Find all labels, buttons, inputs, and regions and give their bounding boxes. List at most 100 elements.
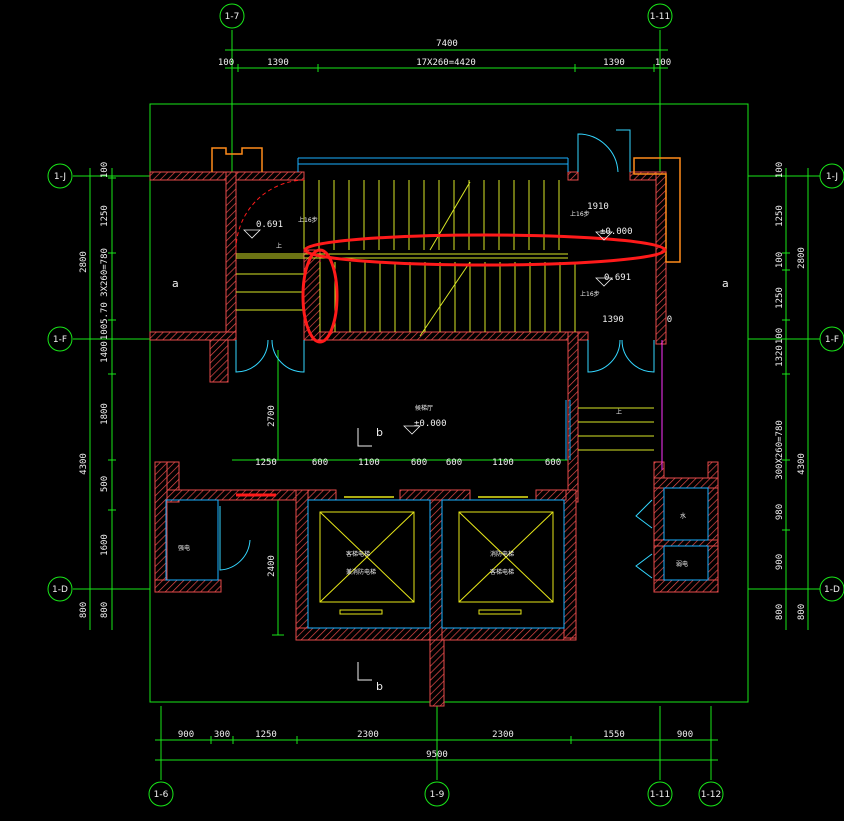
stair-treads [236, 180, 654, 451]
level-text: ±0.000 [600, 227, 633, 237]
orange-fixture [211, 147, 263, 172]
dim-text: 1400 [100, 341, 110, 363]
level-text: ±0.000 [414, 419, 447, 429]
dim-text: 980 [775, 504, 785, 520]
dim-text: 800 [79, 602, 89, 618]
level-markers [243, 229, 613, 435]
dim-text: 1390 [602, 315, 624, 325]
axis-bubble-left-2: 1-F [47, 326, 73, 352]
room-label: 兼消防电梯 [346, 568, 376, 576]
axis-bubble-left-3: 1-D [47, 576, 73, 602]
axis-label: 1-12 [701, 790, 721, 800]
stair-label: 上16步 [298, 216, 318, 224]
stair-label: 上 [616, 408, 622, 416]
dimension-lines [86, 49, 812, 761]
axis-label: 1-F [53, 335, 67, 345]
stair-label: 上 [276, 242, 282, 250]
dim-text: 2300 [492, 730, 514, 740]
dim-text: 600 [446, 458, 462, 468]
dim-text: 1320 [775, 345, 785, 367]
level-text: 0.691 [604, 273, 631, 283]
dim-text: 1550 [603, 730, 625, 740]
axis-label: 1-J [826, 172, 838, 182]
axis-label: 1-6 [154, 790, 169, 800]
section-tag: b [376, 680, 383, 693]
axis-bubble-left-1: 1-J [47, 163, 73, 189]
axis-bubble-right-3: 1-D [819, 576, 844, 602]
section-tag: b [376, 426, 383, 439]
dim-text: 100 [655, 58, 671, 68]
dim-text: 2700 [267, 405, 277, 427]
axis-grid [73, 30, 820, 780]
dim-text: 1800 [100, 403, 110, 425]
dim-text: 800 [100, 602, 110, 618]
room-label: 弱电 [676, 560, 688, 568]
inner-frames [165, 157, 709, 629]
dim-text: 4300 [797, 453, 807, 475]
dimension-texts: 7400 100 1390 17X260=4420 1390 100 100 1… [79, 39, 807, 760]
dim-text: 1250 [100, 205, 110, 227]
axis-bubble-bottom-2: 1-9 [424, 781, 450, 807]
room-label: 强电 [178, 544, 190, 552]
building-outline [149, 103, 749, 703]
opening-arc [235, 179, 305, 251]
axis-bubble-right-1: 1-J [819, 163, 844, 189]
dim-text: 1910 [587, 202, 609, 212]
dim-text: 9500 [426, 750, 448, 760]
room-label: 候梯厅 [415, 404, 433, 412]
dim-text: 600 [312, 458, 328, 468]
axis-label: 1-11 [650, 790, 670, 800]
dim-text: 1250 [775, 287, 785, 309]
level-text: 0.691 [256, 220, 283, 230]
dim-text: 800 [775, 604, 785, 620]
dim-text: 5.70 3X260=780 [100, 248, 110, 324]
orange-frame [633, 157, 681, 263]
dim-text: 100 [775, 252, 785, 268]
dim-text: 100 [100, 162, 110, 178]
dim-text: 1100 [358, 458, 380, 468]
elevator-2 [458, 511, 554, 615]
doors [219, 129, 655, 579]
elevator-1 [319, 511, 415, 615]
axis-bubble-bottom-4: 1-12 [698, 781, 724, 807]
walls [149, 171, 719, 707]
dim-text: 7400 [436, 39, 458, 49]
dim-text: 1390 [603, 58, 625, 68]
dim-text: 1600 [100, 534, 110, 556]
dim-text: 1100 [492, 458, 514, 468]
dim-text: 1390 [267, 58, 289, 68]
dim-text: 2800 [79, 251, 89, 273]
axis-label: 1-D [824, 585, 840, 595]
dim-text: 600 [545, 458, 561, 468]
axis-bubble-bottom-1: 1-6 [148, 781, 174, 807]
dim-text: 1250 [255, 458, 277, 468]
dim-text: 300 [214, 730, 230, 740]
axis-bubble-top-2: 1-11 [647, 3, 673, 29]
dim-text: 500 [100, 476, 110, 492]
dim-text: 300X260=780 [775, 420, 785, 480]
axis-label: 1-D [52, 585, 68, 595]
dim-text: 900 [178, 730, 194, 740]
highlight-ellipse-vertical [301, 248, 339, 344]
axis-bubble-top-1: 1-7 [219, 3, 245, 29]
room-label: 消防电梯 [490, 550, 514, 558]
dim-text: 4300 [79, 453, 89, 475]
axis-label: 1-9 [430, 790, 445, 800]
dim-text: 100 [775, 328, 785, 344]
dim-text: 2400 [267, 555, 277, 577]
axis-bubble-bottom-3: 1-11 [647, 781, 673, 807]
dim-text: 2300 [357, 730, 379, 740]
room-label: 客梯电梯 [346, 550, 370, 558]
axis-bubble-right-2: 1-F [819, 326, 844, 352]
dim-text: 2800 [797, 247, 807, 269]
section-tag: a [172, 277, 179, 290]
dim-text: 600 [411, 458, 427, 468]
dim-text: 1250 [775, 205, 785, 227]
dim-text: 800 [797, 604, 807, 620]
room-label: 水 [680, 512, 686, 520]
dim-text: 100 [218, 58, 234, 68]
dim-text: 17X260=4420 [416, 58, 476, 68]
section-tag: a [722, 277, 729, 290]
dim-text: 1250 [255, 730, 277, 740]
